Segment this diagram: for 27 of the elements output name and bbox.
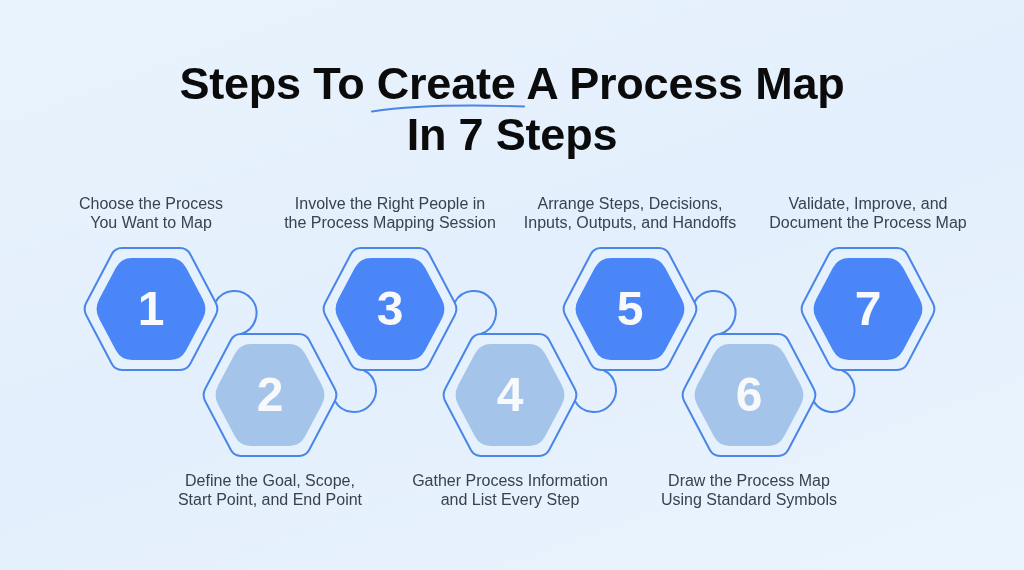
step-description: Validate, Improve, and Document the Process Map xyxy=(768,194,968,232)
step-number: 7 xyxy=(854,285,882,333)
step-hexagon xyxy=(798,246,938,372)
connector-arc xyxy=(453,290,497,335)
step-number: 4 xyxy=(496,371,524,419)
connector-arc xyxy=(573,369,617,413)
step-hexagon xyxy=(679,332,819,458)
step-hexagon xyxy=(81,246,221,372)
step-hexagon xyxy=(440,332,580,458)
step-description: Choose the Process You Want to Map xyxy=(77,194,225,232)
connector-arc xyxy=(812,369,856,413)
step-hexagon xyxy=(200,332,340,458)
step-description: Arrange Steps, Decisions, Inputs, Outputs, and Handoffs xyxy=(522,194,738,232)
step-hexagon xyxy=(320,246,460,372)
step-number: 1 xyxy=(137,285,165,333)
step-hexagon xyxy=(560,246,700,372)
step-number: 3 xyxy=(376,285,404,333)
connector-arc xyxy=(214,290,258,335)
step-number: 2 xyxy=(256,371,284,419)
step-description: Involve the Right People in the Process Mapping Session xyxy=(283,194,497,232)
step-number: 6 xyxy=(735,371,763,419)
step-number: 5 xyxy=(616,285,644,333)
step-description: Gather Process Information and List Every Step xyxy=(411,471,609,509)
step-description: Draw the Process Map Using Standard Symbols xyxy=(659,471,839,509)
connector-arc xyxy=(333,369,377,413)
step-description: Define the Goal, Scope, Start Point, and End Point xyxy=(176,471,364,509)
connector-arc xyxy=(693,290,737,335)
